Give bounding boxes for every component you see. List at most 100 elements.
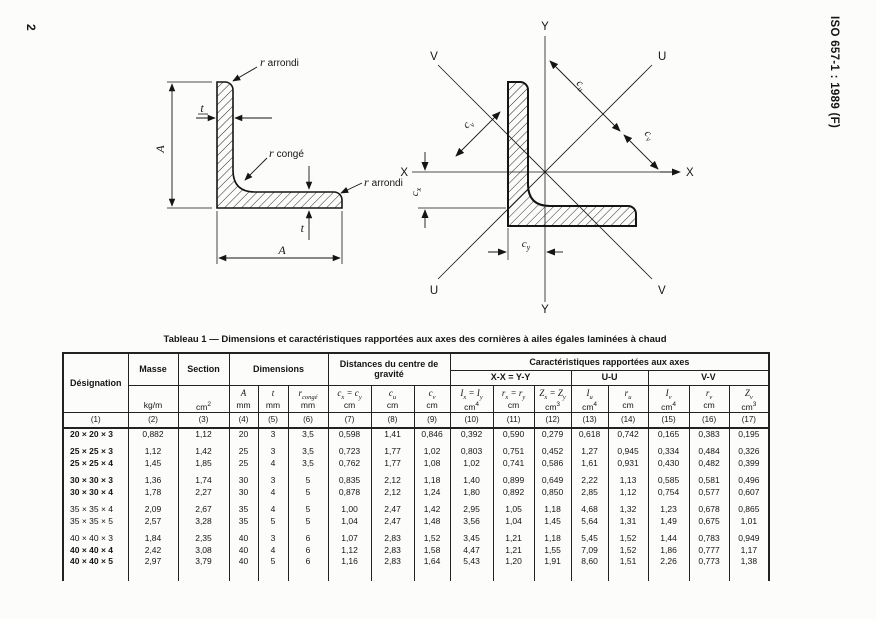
value-cell: 7,09 (570, 544, 609, 556)
value-cell: 2,27 (177, 486, 230, 498)
value-cell: 0,723 (327, 440, 372, 458)
column-number-cell: (14) (607, 411, 649, 429)
dim-label-t-bottom: t (301, 221, 305, 235)
value-cell: 0,482 (688, 457, 730, 469)
value-cell: 0,326 (728, 440, 770, 458)
value-cell: 0,279 (533, 427, 572, 440)
value-cell: 1,44 (647, 527, 690, 545)
value-cell: 2,09 (127, 498, 179, 516)
spacer-cell (688, 567, 730, 581)
column-number-cell: (8) (370, 411, 415, 429)
value-cell: 0,899 (492, 469, 535, 487)
value-cell: 1,32 (607, 498, 649, 516)
value-cell: 30 (228, 469, 259, 487)
value-cell: 0,878 (327, 486, 372, 498)
value-cell: 0,577 (688, 486, 730, 498)
spacer-cell (228, 567, 259, 581)
column-number-cell: (10) (449, 411, 494, 429)
value-cell: 0,590 (492, 427, 535, 440)
value-cell: 1,02 (449, 457, 494, 469)
value-cell: 6 (287, 544, 329, 556)
value-cell: 2,83 (370, 556, 415, 568)
value-cell: 2,47 (370, 515, 415, 527)
value-cell: 5,43 (449, 556, 494, 568)
value-cell: 1,00 (327, 498, 372, 516)
value-cell: 0,675 (688, 515, 730, 527)
value-cell: 30 (228, 486, 259, 498)
value-cell: 1,17 (728, 544, 770, 556)
v-axis-label-bottom: V (658, 285, 666, 297)
value-cell: 4,68 (570, 498, 609, 516)
spacer-cell (327, 567, 372, 581)
value-cell: 1,08 (413, 457, 451, 469)
header-caracteristiques: Caractéristiques rapportées aux axes (449, 352, 770, 371)
value-cell: 0,892 (492, 486, 535, 498)
x-axis-label-left: X (400, 167, 408, 179)
designation-cell: 40 × 40 × 5 (62, 556, 129, 568)
value-cell: 0,484 (688, 440, 730, 458)
value-cell: 1,49 (647, 515, 690, 527)
value-cell: 1,45 (533, 515, 572, 527)
header-section: Section (177, 352, 230, 386)
value-cell: 1,52 (607, 544, 649, 556)
column-number-row: (1)(2)(3)(4)(5)(6)(7)(8)(9)(10)(11)(12)(… (62, 411, 770, 429)
value-cell: 3 (257, 469, 289, 487)
value-cell: 0,865 (728, 498, 770, 516)
spacer-cell (177, 567, 230, 581)
value-cell: 3,28 (177, 515, 230, 527)
value-cell: 1,01 (728, 515, 770, 527)
dim-label-cu: cu (572, 77, 588, 93)
value-cell: 25 (228, 457, 259, 469)
column-number-cell: (1) (62, 411, 129, 429)
value-cell: 0,399 (728, 457, 770, 469)
spacer-cell (370, 567, 415, 581)
value-cell: 0,430 (647, 457, 690, 469)
value-cell: 0,931 (607, 457, 649, 469)
value-cell: 1,24 (413, 486, 451, 498)
column-number-cell: (6) (287, 411, 329, 429)
value-cell: 0,649 (533, 469, 572, 487)
header-dimensions: Dimensions (228, 352, 329, 386)
value-cell: 0,945 (607, 440, 649, 458)
column-number-cell: (7) (327, 411, 372, 429)
spacer-cell (127, 567, 179, 581)
dim-label-A-left: A (153, 145, 167, 154)
x-axis-label-right: X (686, 167, 694, 179)
value-cell: 1,64 (413, 556, 451, 568)
value-cell: 1,48 (413, 515, 451, 527)
value-cell: 5 (287, 486, 329, 498)
value-cell: 5 (287, 498, 329, 516)
leader-r-arrondi-top (232, 66, 258, 82)
value-cell: 0,165 (647, 427, 690, 440)
header-designation: Désignation (62, 352, 129, 413)
value-cell: 1,05 (492, 498, 535, 516)
value-cell: 0,452 (533, 440, 572, 458)
designation-cell: 35 × 35 × 4 (62, 498, 129, 516)
value-cell: 6 (287, 556, 329, 568)
value-cell: 2,57 (127, 515, 179, 527)
value-cell: 0,783 (688, 527, 730, 545)
value-cell: 0,882 (127, 427, 179, 440)
value-cell: 3,08 (177, 544, 230, 556)
value-cell: 0,846 (413, 427, 451, 440)
column-number-cell: (2) (127, 411, 179, 429)
value-cell: 1,18 (413, 469, 451, 487)
value-cell: 1,04 (327, 515, 372, 527)
dim-label-t-top: t (200, 101, 204, 115)
value-cell: 1,21 (492, 527, 535, 545)
spacer-cell (607, 567, 649, 581)
value-cell: 0,850 (533, 486, 572, 498)
